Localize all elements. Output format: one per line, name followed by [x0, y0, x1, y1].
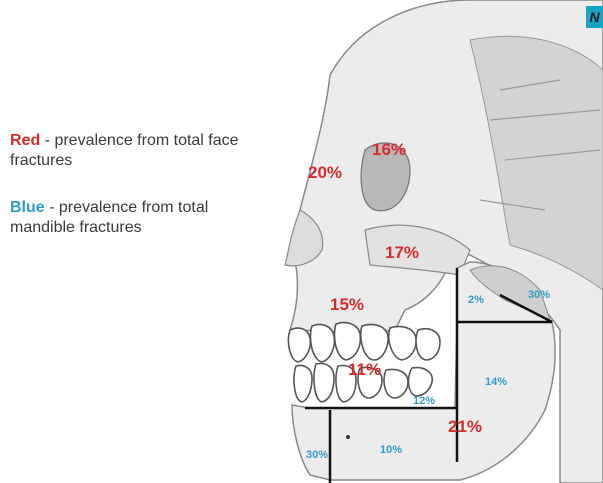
pct-face-maxilla: 15%: [330, 295, 364, 314]
legend-red-keyword: Red: [10, 132, 40, 149]
pct-mandible-condyle: 30%: [528, 289, 550, 301]
pct-mandible-ramus: 14%: [485, 376, 507, 388]
pct-face-frontal: 20%: [308, 163, 342, 182]
mental-foramen: [346, 435, 350, 439]
pct-face-orbit: 16%: [372, 140, 406, 159]
legend-red-text: - prevalence from total face fractures: [10, 132, 239, 169]
legend-blue: Blue - prevalence from total mandible fr…: [10, 198, 240, 238]
pct-face-mandible: 21%: [448, 417, 482, 436]
legend-red: Red - prevalence from total face fractur…: [10, 131, 240, 171]
pct-mandible-symphysis: 30%: [306, 449, 328, 461]
pct-face-zygoma: 17%: [385, 243, 419, 262]
pct-face-alveolar: 11%: [348, 360, 381, 379]
pct-mandible-angle: 12%: [413, 395, 435, 407]
legend-blue-keyword: Blue: [10, 199, 45, 216]
pct-mandible-body: 10%: [380, 444, 402, 456]
corner-badge: N: [586, 6, 603, 28]
pct-mandible-coronoid: 2%: [468, 294, 484, 306]
